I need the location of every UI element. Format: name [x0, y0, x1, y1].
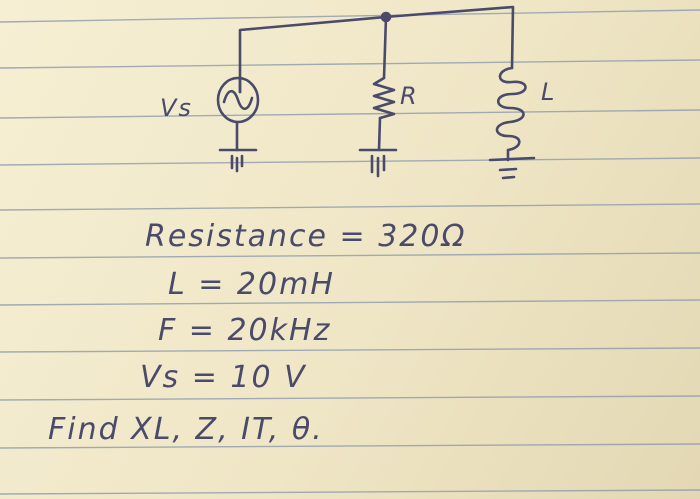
inductance-given: L = 20mH — [168, 267, 335, 302]
sine-wave-icon — [222, 89, 254, 111]
resistor-icon — [372, 76, 396, 120]
ground-icon — [488, 156, 536, 180]
task-statement: Find XL, Z, IT, θ. — [48, 412, 324, 447]
top-wire — [238, 5, 515, 94]
inductor-icon — [495, 66, 527, 152]
ground-icon — [358, 148, 398, 178]
resistor-label: R — [400, 82, 419, 110]
source-label: Vs — [160, 94, 193, 122]
frequency-given: F = 20kHz — [158, 313, 332, 348]
ruled-lines — [0, 9, 700, 495]
resistor-wire — [382, 15, 388, 80]
voltage-given: Vs = 10 V — [140, 360, 307, 395]
resistance-given: Resistance = 320Ω — [145, 219, 467, 254]
inductor-label: L — [541, 78, 557, 106]
ground-icon — [218, 148, 258, 173]
